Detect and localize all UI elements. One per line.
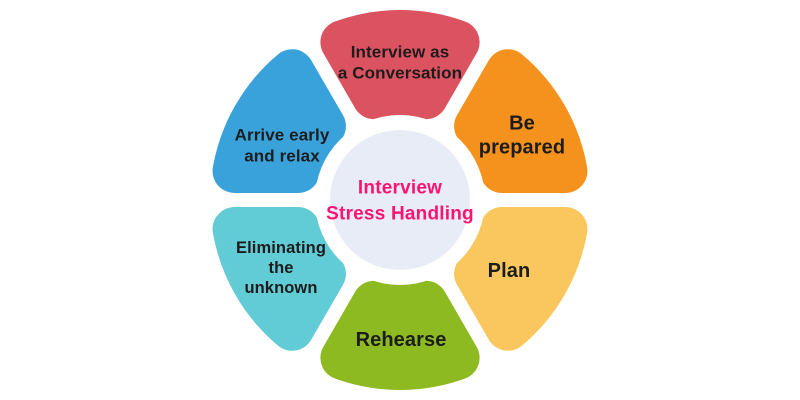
petal-eliminating-the-unknown [212,206,346,351]
center-circle [330,130,470,270]
petal-plan [454,206,588,351]
petal-be-prepared [454,49,588,194]
petal-group [212,10,588,390]
petal-interview-as-a-conversation [320,10,480,120]
petal-arrive-early-and-relax [212,49,346,194]
petal-rehearse [320,280,480,390]
